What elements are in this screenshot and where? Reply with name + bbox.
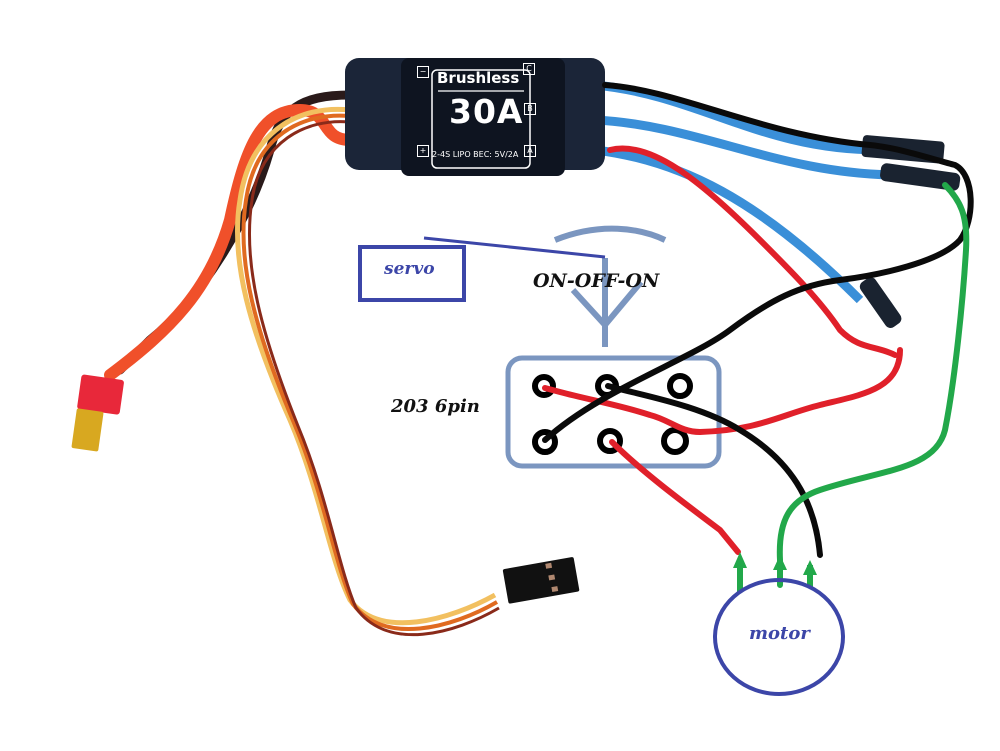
esc-brand-label: Brushless — [437, 69, 520, 87]
phase-a-label: A — [524, 145, 536, 157]
red-wires — [542, 145, 903, 555]
switch-pin — [667, 373, 693, 399]
servo-callout — [358, 236, 606, 302]
motor-label: motor — [749, 623, 810, 644]
switch-pin-label: 203 6pin — [391, 396, 480, 417]
servo-label: servo — [384, 259, 435, 279]
xt-power-connector — [71, 374, 124, 452]
green-wires — [733, 182, 970, 592]
positive-icon: + — [417, 145, 429, 157]
servo-connector — [502, 557, 580, 604]
switch-pin — [661, 427, 689, 455]
negative-icon: − — [417, 66, 429, 78]
motor-circle — [713, 578, 845, 696]
phase-b-label: B — [524, 103, 536, 115]
esc-rating-label: 30A — [449, 92, 524, 131]
servo-lead — [234, 106, 500, 637]
phase-c-label: C — [523, 63, 535, 75]
esc-spec-label: 2-4S LIPO BEC: 5V/2A — [432, 150, 519, 159]
esc-power-wires — [104, 90, 356, 381]
switch-type-label: ON-OFF-ON — [533, 270, 660, 292]
switch-body — [505, 225, 722, 469]
black-wires — [542, 82, 974, 558]
